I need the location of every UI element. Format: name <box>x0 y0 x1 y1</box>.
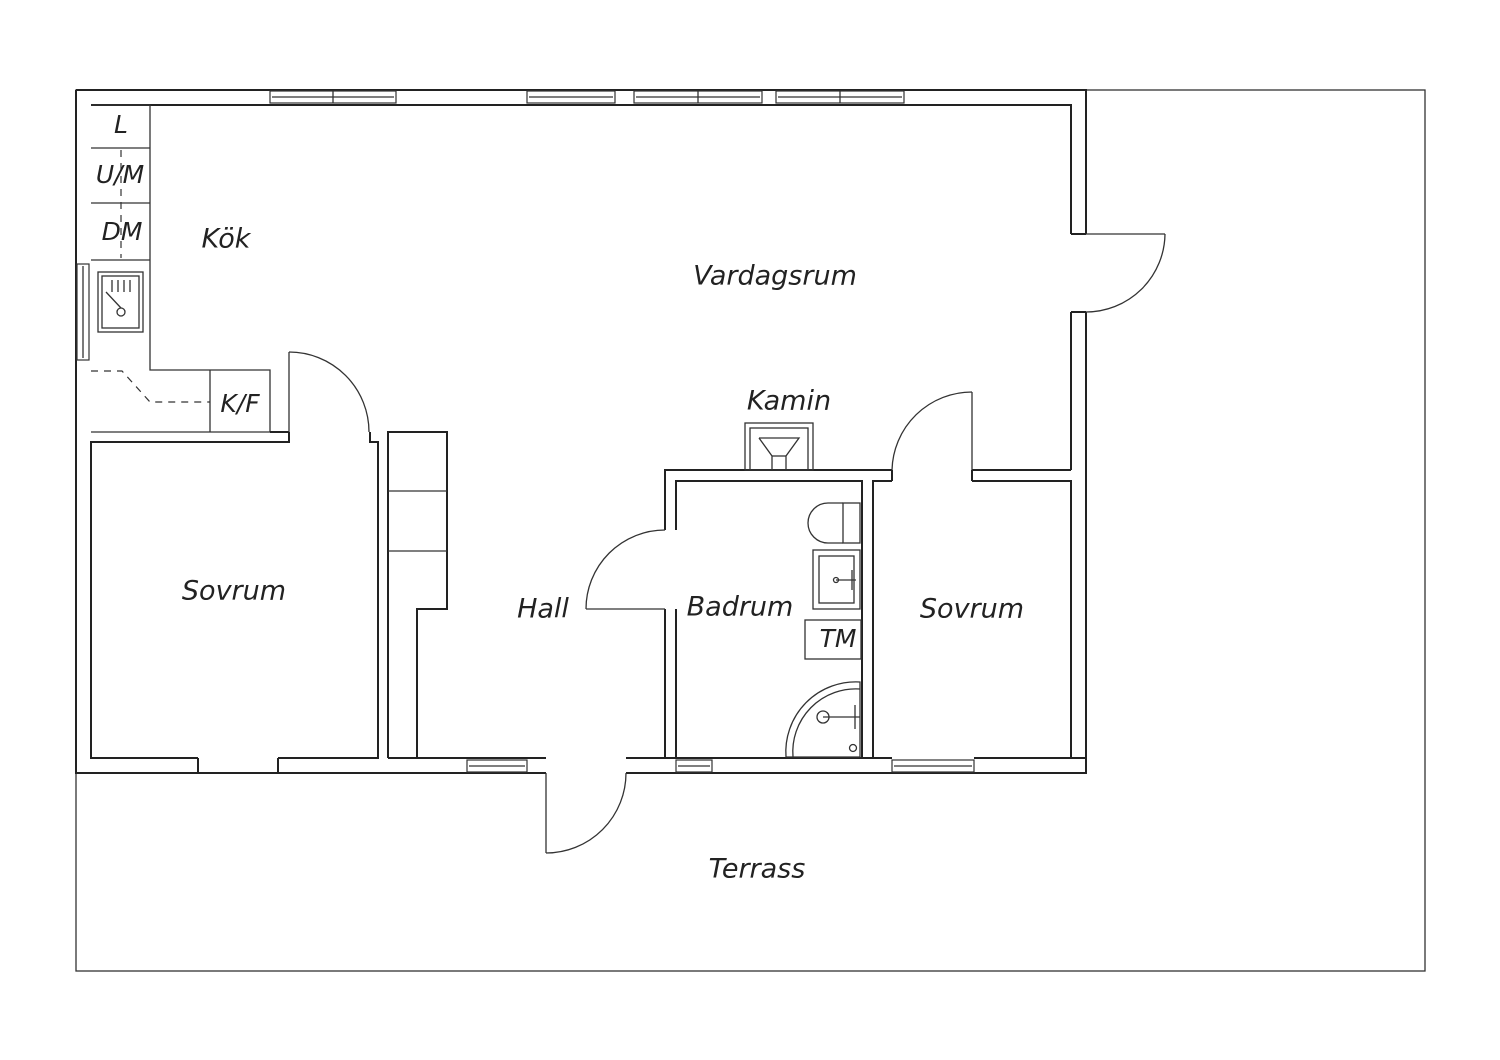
shower-icon <box>785 681 861 758</box>
label-oven-microwave: U/M <box>96 160 144 189</box>
kitchen-counter <box>91 104 271 433</box>
room-label-hall: Hall <box>517 594 569 625</box>
bathroom-door <box>585 529 666 610</box>
terrace-outline <box>75 89 1426 972</box>
kitchen-sink-icon <box>97 271 144 333</box>
label-dishwasher: DM <box>102 217 143 246</box>
bedroom-left-door <box>288 351 370 433</box>
room-label-living-room: Vardagsrum <box>693 261 857 292</box>
label-fridge-freezer: K/F <box>220 389 260 418</box>
room-label-terrace: Terrass <box>709 854 806 885</box>
fireplace-icon <box>744 422 814 471</box>
bathroom-walls <box>664 469 892 759</box>
room-label-bedroom-left: Sovrum <box>182 576 286 607</box>
entrance-door <box>545 772 627 854</box>
label-washing-machine: TM <box>820 624 857 653</box>
room-label-bedroom-right: Sovrum <box>920 594 1024 625</box>
label-l: L <box>114 110 128 139</box>
hall-walls <box>387 431 665 759</box>
room-label-kitchen: Kök <box>202 224 252 255</box>
window-kitchen <box>76 263 90 361</box>
washing-machine-box <box>804 619 862 660</box>
toilet-icon <box>807 502 861 544</box>
living-room-door <box>1071 233 1166 313</box>
windows-bottom <box>466 759 975 773</box>
windows-top <box>269 90 905 104</box>
bedroom-right-walls <box>873 469 1086 759</box>
bedroom-right-door <box>891 391 973 471</box>
bedroom-left-walls <box>90 431 379 773</box>
label-fireplace: Kamin <box>747 386 831 417</box>
outer-walls <box>75 89 1087 774</box>
room-label-bathroom: Badrum <box>687 592 794 623</box>
bathroom-sink-icon <box>812 549 861 610</box>
